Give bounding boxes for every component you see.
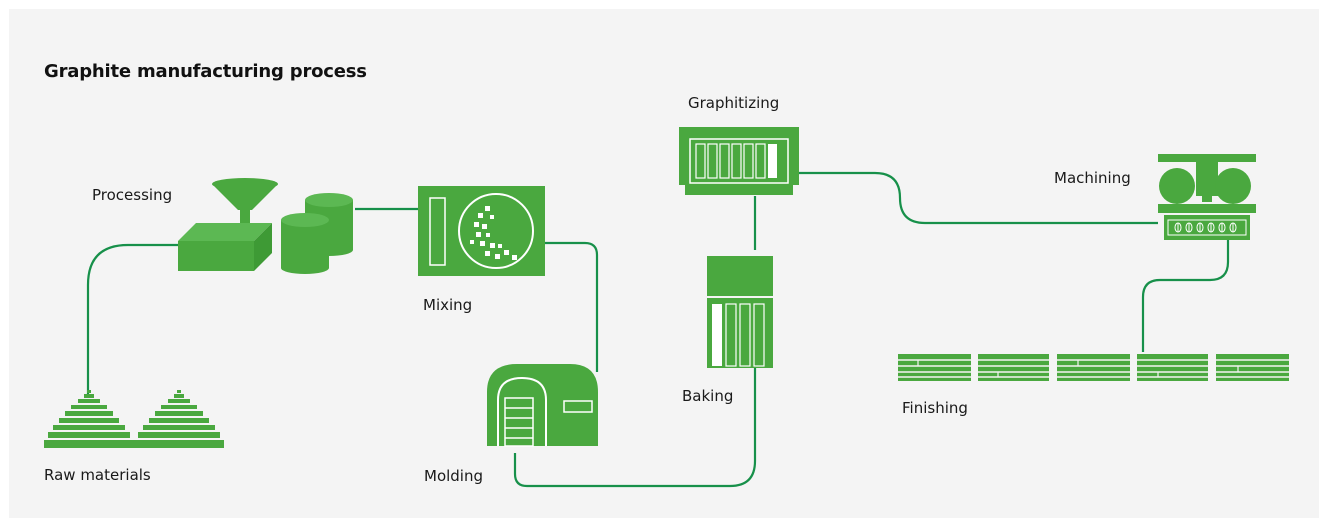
- label-finishing: Finishing: [902, 399, 968, 417]
- raw-materials-icon: [44, 390, 224, 448]
- label-graphitizing: Graphitizing: [688, 94, 780, 112]
- raw-piles-texture: [44, 403, 224, 440]
- finishing-grooves: [898, 359, 1289, 378]
- baking-icon: [707, 256, 773, 368]
- label-machining: Machining: [1054, 169, 1131, 187]
- finishing-icon: [898, 354, 1289, 381]
- processing-box: [178, 223, 272, 271]
- molding-icon: [487, 364, 598, 447]
- label-baking: Baking: [682, 387, 734, 405]
- diagram-title: Graphite manufacturing process: [44, 61, 367, 82]
- processing-icon: [178, 178, 353, 274]
- processing-cylinders: [281, 193, 353, 274]
- label-molding: Molding: [424, 467, 484, 485]
- label-raw-materials: Raw materials: [44, 466, 151, 484]
- connector-mixing-to-molding: [545, 241, 599, 372]
- connector-molding-to-baking: [513, 366, 757, 488]
- molding-shutter-lines: [505, 407, 533, 439]
- raw-pile-right: [134, 390, 224, 448]
- mixing-icon: [418, 186, 545, 276]
- machining-icon: [1158, 154, 1256, 240]
- raw-pile-left: [44, 390, 134, 448]
- graphitizing-icon: [679, 127, 799, 195]
- finishing-splits: [917, 360, 1239, 377]
- mixing-granules: [470, 206, 517, 260]
- processing-funnel: [212, 178, 278, 230]
- graphitizing-rods: [695, 143, 766, 179]
- connector-raw-to-processing: [86, 243, 178, 398]
- label-processing: Processing: [92, 186, 173, 204]
- machining-bits: [1174, 222, 1237, 233]
- connector-lines: [86, 171, 1230, 488]
- label-mixing: Mixing: [423, 296, 473, 314]
- connector-machining-to-finishing: [1141, 240, 1230, 352]
- connector-graphitizing-to-machining: [799, 171, 1158, 225]
